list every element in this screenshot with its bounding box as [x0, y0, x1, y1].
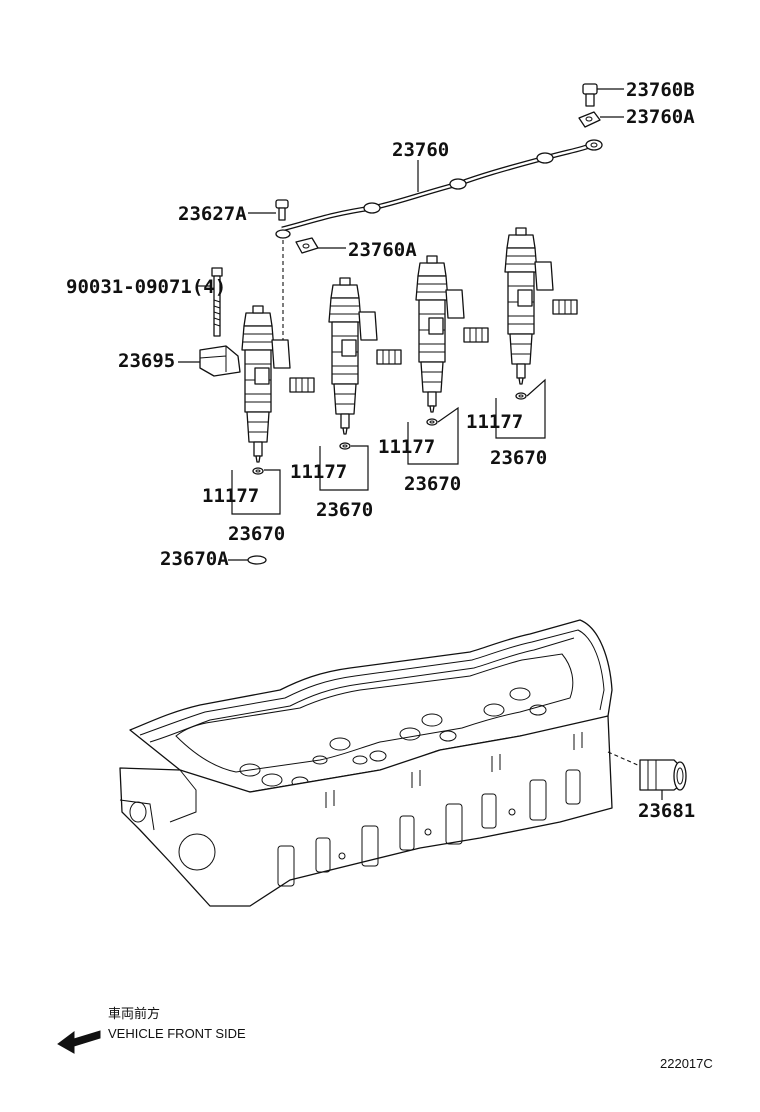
fuel-return-pipe	[281, 139, 603, 232]
figure-code: 222017C	[660, 1056, 713, 1071]
label-11177-2: 11177	[290, 461, 347, 483]
label-11177-4: 11177	[466, 411, 523, 433]
gasket-3-icon	[426, 418, 438, 426]
label-23760a-mid: 23760A	[348, 239, 417, 261]
label-23760: 23760	[392, 139, 449, 161]
injector-1-icon	[241, 305, 315, 463]
label-23760a-top: 23760A	[626, 106, 695, 128]
label-23670-3: 23670	[404, 473, 461, 495]
label-23670-4: 23670	[490, 447, 547, 469]
washer-23760a-mid-icon	[295, 237, 319, 254]
label-23670a: 23670A	[160, 548, 229, 570]
front-direction-arrow-icon	[57, 1030, 101, 1054]
gasket-4-icon	[515, 392, 527, 400]
label-23627a: 23627A	[178, 203, 247, 225]
bolt-90031-icon	[211, 267, 223, 337]
front-side-label-jp: 車両前方	[108, 1006, 160, 1021]
label-11177-3: 11177	[378, 436, 435, 458]
label-23670-1: 23670	[228, 523, 285, 545]
front-side-label-en: VEHICLE FRONT SIDE	[108, 1026, 246, 1041]
oring-23670a-icon	[247, 555, 267, 565]
label-90031: 90031-09071(4)	[66, 276, 226, 298]
label-23670-2: 23670	[316, 499, 373, 521]
washer-icon	[275, 229, 291, 239]
label-23760b: 23760B	[626, 79, 695, 101]
label-23695: 23695	[118, 350, 175, 372]
cylinder-head-icon	[119, 619, 613, 907]
gasket-1-icon	[252, 467, 264, 475]
gasket-2-icon	[339, 442, 351, 450]
injector-2-icon	[328, 277, 402, 435]
clamp-23695-icon	[199, 345, 241, 377]
injector-3-icon	[415, 255, 489, 413]
label-23681: 23681	[638, 800, 695, 822]
bolt-23760b-icon	[582, 83, 598, 107]
injector-4-icon	[504, 227, 578, 385]
sleeve-23681-icon	[639, 759, 687, 791]
washer-23760a-icon	[578, 111, 601, 128]
label-11177-1: 11177	[202, 485, 259, 507]
bolt-23627a-icon	[275, 199, 289, 221]
